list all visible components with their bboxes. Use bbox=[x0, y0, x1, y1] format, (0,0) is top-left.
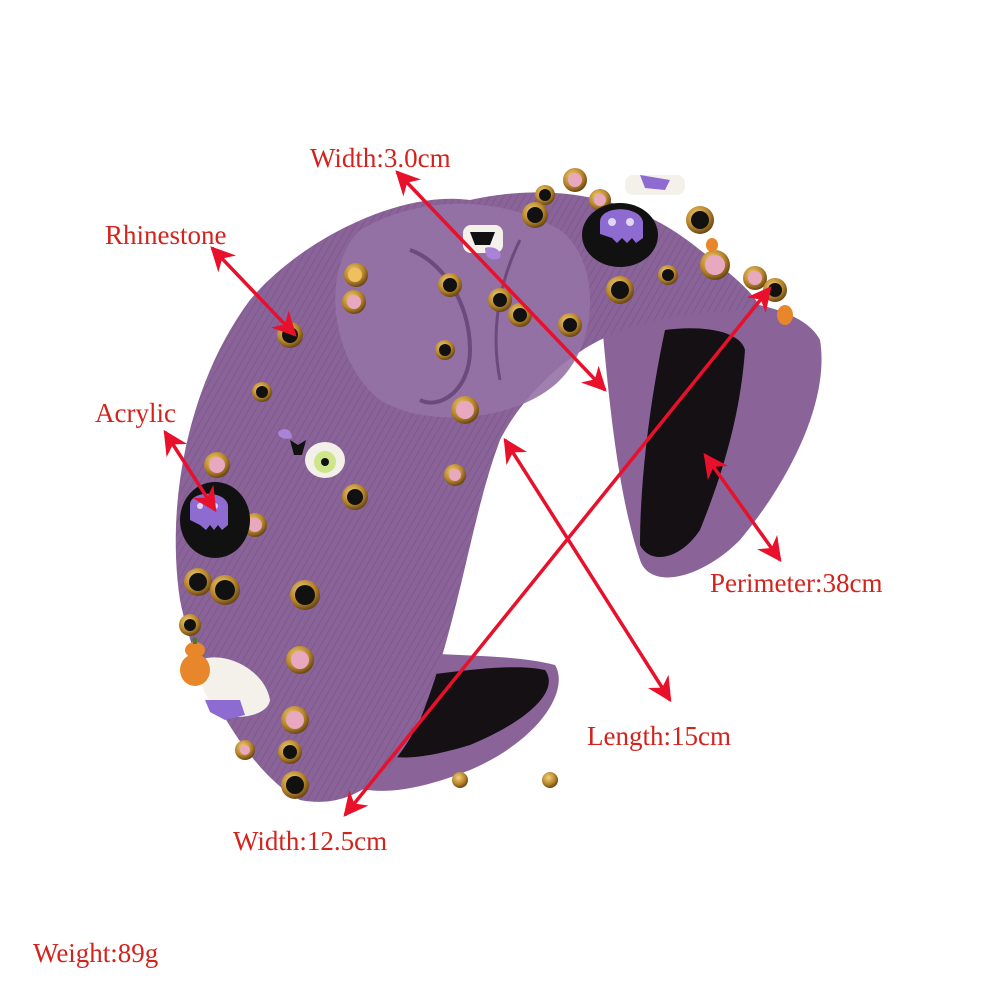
weight-label: Weight:89g bbox=[33, 938, 159, 968]
width-bottom-arrow bbox=[343, 286, 772, 817]
length-label: Length:15cm bbox=[587, 721, 731, 751]
width-bottom-label: Width:12.5cm bbox=[233, 826, 388, 856]
annotation-arrows bbox=[163, 170, 782, 817]
rhinestone-arrow bbox=[210, 246, 297, 337]
rhinestone-label: Rhinestone bbox=[105, 220, 227, 250]
acrylic-arrow bbox=[163, 429, 217, 513]
width-top-label: Width:3.0cm bbox=[310, 143, 451, 173]
headband-right-arm bbox=[600, 296, 822, 578]
perimeter-label: Perimeter:38cm bbox=[710, 568, 883, 598]
acrylic-label: Acrylic bbox=[95, 398, 176, 428]
